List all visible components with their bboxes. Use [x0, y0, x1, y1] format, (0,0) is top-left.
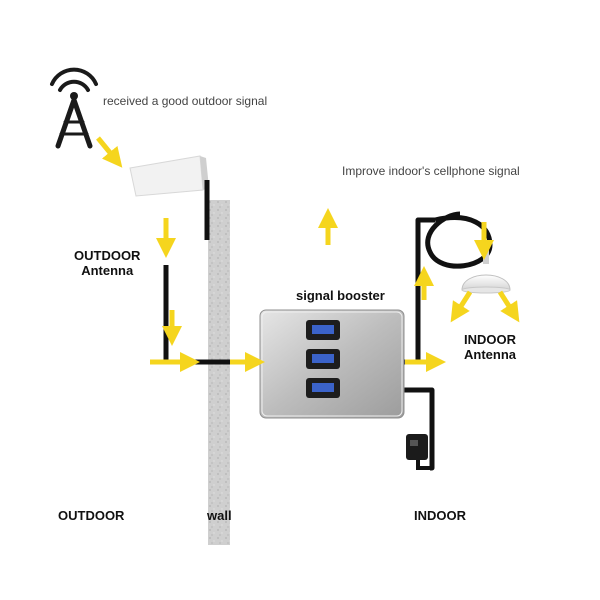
label-outdoor: OUTDOOR [58, 508, 125, 523]
cell-tower-icon [50, 67, 98, 149]
label-outdoor-antenna-line1: OUTDOOR [74, 248, 141, 263]
arrow-dome-left [450, 290, 473, 323]
wall [208, 200, 230, 545]
outdoor-antenna-icon [129, 155, 209, 197]
label-improve-signal: Improve indoor's cellphone signal [342, 164, 520, 178]
label-indoor-antenna: INDOOR Antenna [464, 332, 516, 362]
arrow-tower-to-antenna [96, 136, 123, 168]
signal-booster-icon [259, 309, 405, 419]
label-received-signal: received a good outdoor signal [103, 94, 268, 108]
label-signal-booster: signal booster [296, 288, 385, 303]
signal-arrows [96, 136, 520, 372]
label-wall: wall [207, 508, 232, 523]
label-outdoor-antenna: OUTDOOR Antenna [74, 248, 140, 278]
label-outdoor-antenna-line2: Antenna [81, 263, 134, 278]
label-indoor-antenna-line2: Antenna [464, 347, 516, 362]
arrow-dome-right [497, 290, 520, 323]
indoor-dome-antenna-icon [461, 250, 511, 294]
power-adapter-icon [406, 434, 432, 470]
label-indoor-antenna-line1: INDOOR [464, 332, 516, 347]
label-indoor: INDOOR [414, 508, 466, 523]
